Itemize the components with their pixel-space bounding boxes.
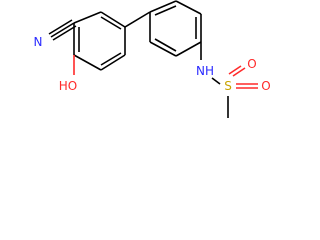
n-s-bond: [211, 77, 221, 85]
s-o-bond-upper: [232, 67, 246, 77]
sulfonyl-o-right-label: O: [261, 79, 270, 93]
molecule-structure: N HO NH S O O: [34, 0, 271, 118]
hydroxyl-label: HO: [59, 79, 77, 93]
sulfonyl-o-upper-label: O: [247, 57, 256, 71]
cyano-group: [48, 19, 77, 41]
nitrile-n-label: N: [34, 35, 43, 49]
sulfur-label: S: [224, 79, 232, 93]
left-benzene-ring: [73, 11, 126, 71]
biaryl-bond: [124, 11, 151, 28]
right-benzene-ring: [149, 0, 202, 57]
amine-nh-label: NH: [196, 64, 214, 78]
